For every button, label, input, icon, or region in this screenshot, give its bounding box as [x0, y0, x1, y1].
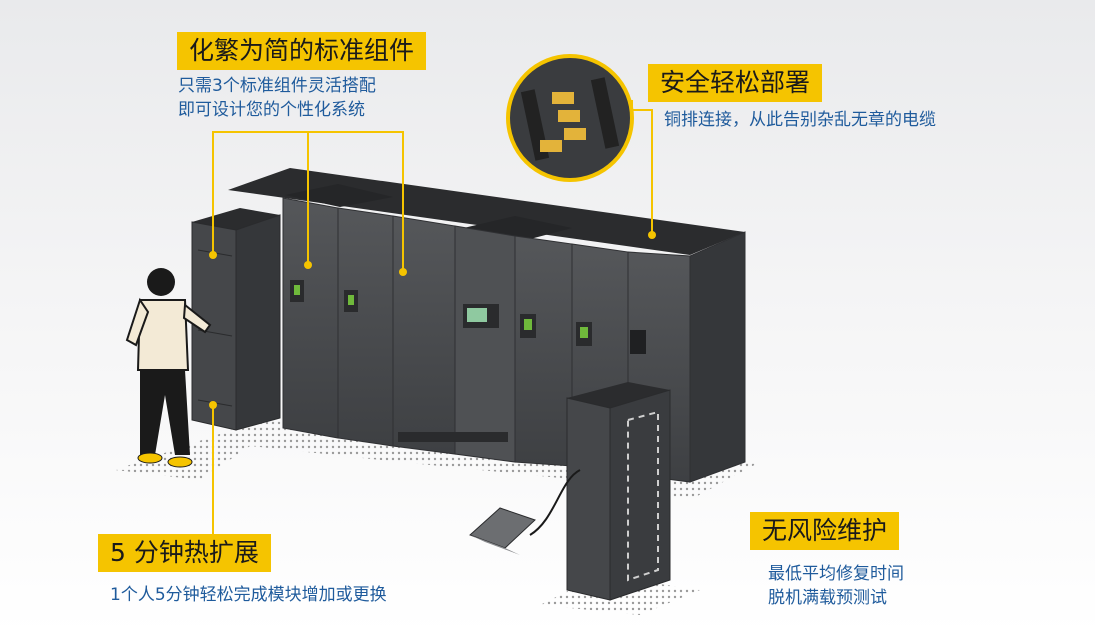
expansion-title: 5 分钟热扩展	[98, 534, 271, 572]
deployment-desc: 铜排连接，从此告别杂乱无章的电缆	[664, 110, 936, 130]
callout-dot	[209, 251, 217, 259]
components-title: 化繁为简的标准组件	[177, 32, 427, 70]
maintenance-title: 无风险维护	[750, 512, 900, 550]
callout-leaders	[212, 100, 653, 540]
maintenance-desc-line1: 最低平均修复时间	[768, 564, 904, 584]
deployment-title: 安全轻松部署	[648, 64, 823, 102]
callout-dot	[209, 401, 217, 409]
callout-dot	[304, 261, 312, 269]
maintenance-desc-line2: 脱机满载预测试	[768, 588, 887, 608]
busbar-detail-magnifier	[506, 54, 634, 182]
expansion-desc: 1个人5分钟轻松完成模块增加或更换	[110, 585, 387, 605]
standalone-rack	[469, 382, 671, 601]
components-desc-line2: 即可设计您的个性化系统	[178, 100, 365, 120]
callout-dot	[648, 231, 656, 239]
technician-figure	[125, 268, 212, 468]
left-battery-rack	[191, 208, 281, 431]
components-desc-line1: 只需3个标准组件灵活搭配	[178, 76, 376, 96]
callout-dot	[399, 268, 407, 276]
